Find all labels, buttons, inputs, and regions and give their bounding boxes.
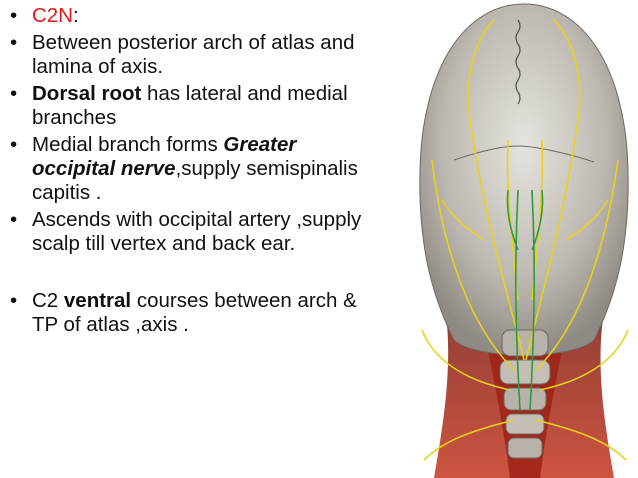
dorsal-root-term: Dorsal root (32, 82, 142, 105)
spine (499, 329, 551, 459)
skull-nerve-illustration (419, 3, 629, 478)
bullet-dorsal-root: • Dorsal root has lateral and medial bra… (6, 82, 376, 130)
bullet-dot: • (10, 82, 18, 105)
medial-branch-supply-text: ,supply semispinalis capitis . (32, 157, 358, 204)
bullet-dot: • (10, 4, 18, 27)
c2n-heading: C2N (32, 4, 74, 27)
ascends-text: Ascends with occipital artery ,supply sc… (32, 208, 362, 255)
bullet-dot: • (10, 133, 18, 156)
location-text: Between posterior arch of atlas and lami… (32, 31, 355, 78)
c2-ventral-prefix: C2 (32, 289, 64, 312)
medial-branch-text: Medial branch forms (32, 133, 224, 156)
bullet-c2-ventral: • C2 ventral courses between arch & TP o… (6, 289, 376, 337)
bullet-c2n: • C2N: (6, 4, 376, 28)
green-vessels (506, 189, 544, 411)
bullet-dot: • (10, 289, 18, 312)
greater-occipital-nerve-term: Greater occipital nerve (32, 133, 297, 180)
bullet-dot: • (10, 208, 18, 231)
ventral-term: ventral (63, 289, 132, 312)
dorsal-root-text: has lateral and medial branches (32, 82, 348, 129)
bullet-location: • Between posterior arch of atlas and la… (6, 31, 376, 79)
bullet-ascends: • Ascends with occipital artery ,supply … (6, 208, 376, 256)
bullet-list: • C2N: • Between posterior arch of atlas… (6, 4, 376, 337)
skull (419, 3, 629, 356)
c2n-colon: : (73, 4, 79, 27)
bullet-medial-branch: • Medial branch forms Greater occipital … (6, 133, 376, 205)
c2-ventral-text: courses between arch & TP of atlas ,axis… (32, 289, 357, 336)
bullet-dot: • (10, 31, 18, 54)
